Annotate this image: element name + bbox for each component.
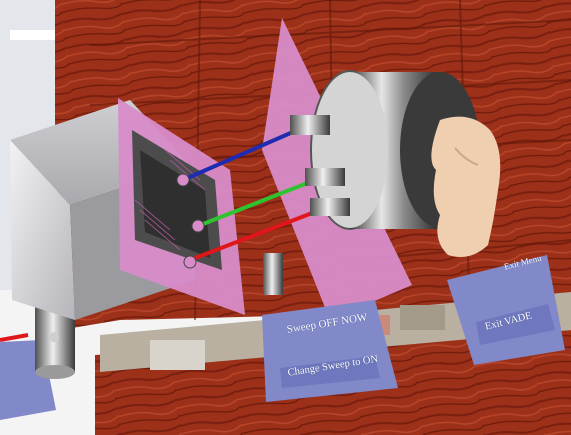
virtual-hand-icon[interactable] bbox=[431, 116, 501, 258]
green-rod bbox=[197, 178, 316, 228]
exit-vade-button[interactable] bbox=[476, 304, 555, 345]
change-sweep-button[interactable] bbox=[280, 356, 380, 388]
exit-menu-panel bbox=[447, 255, 565, 365]
floating-cylinder bbox=[263, 253, 283, 295]
red-rod bbox=[189, 208, 321, 262]
blue-rod bbox=[182, 126, 303, 182]
